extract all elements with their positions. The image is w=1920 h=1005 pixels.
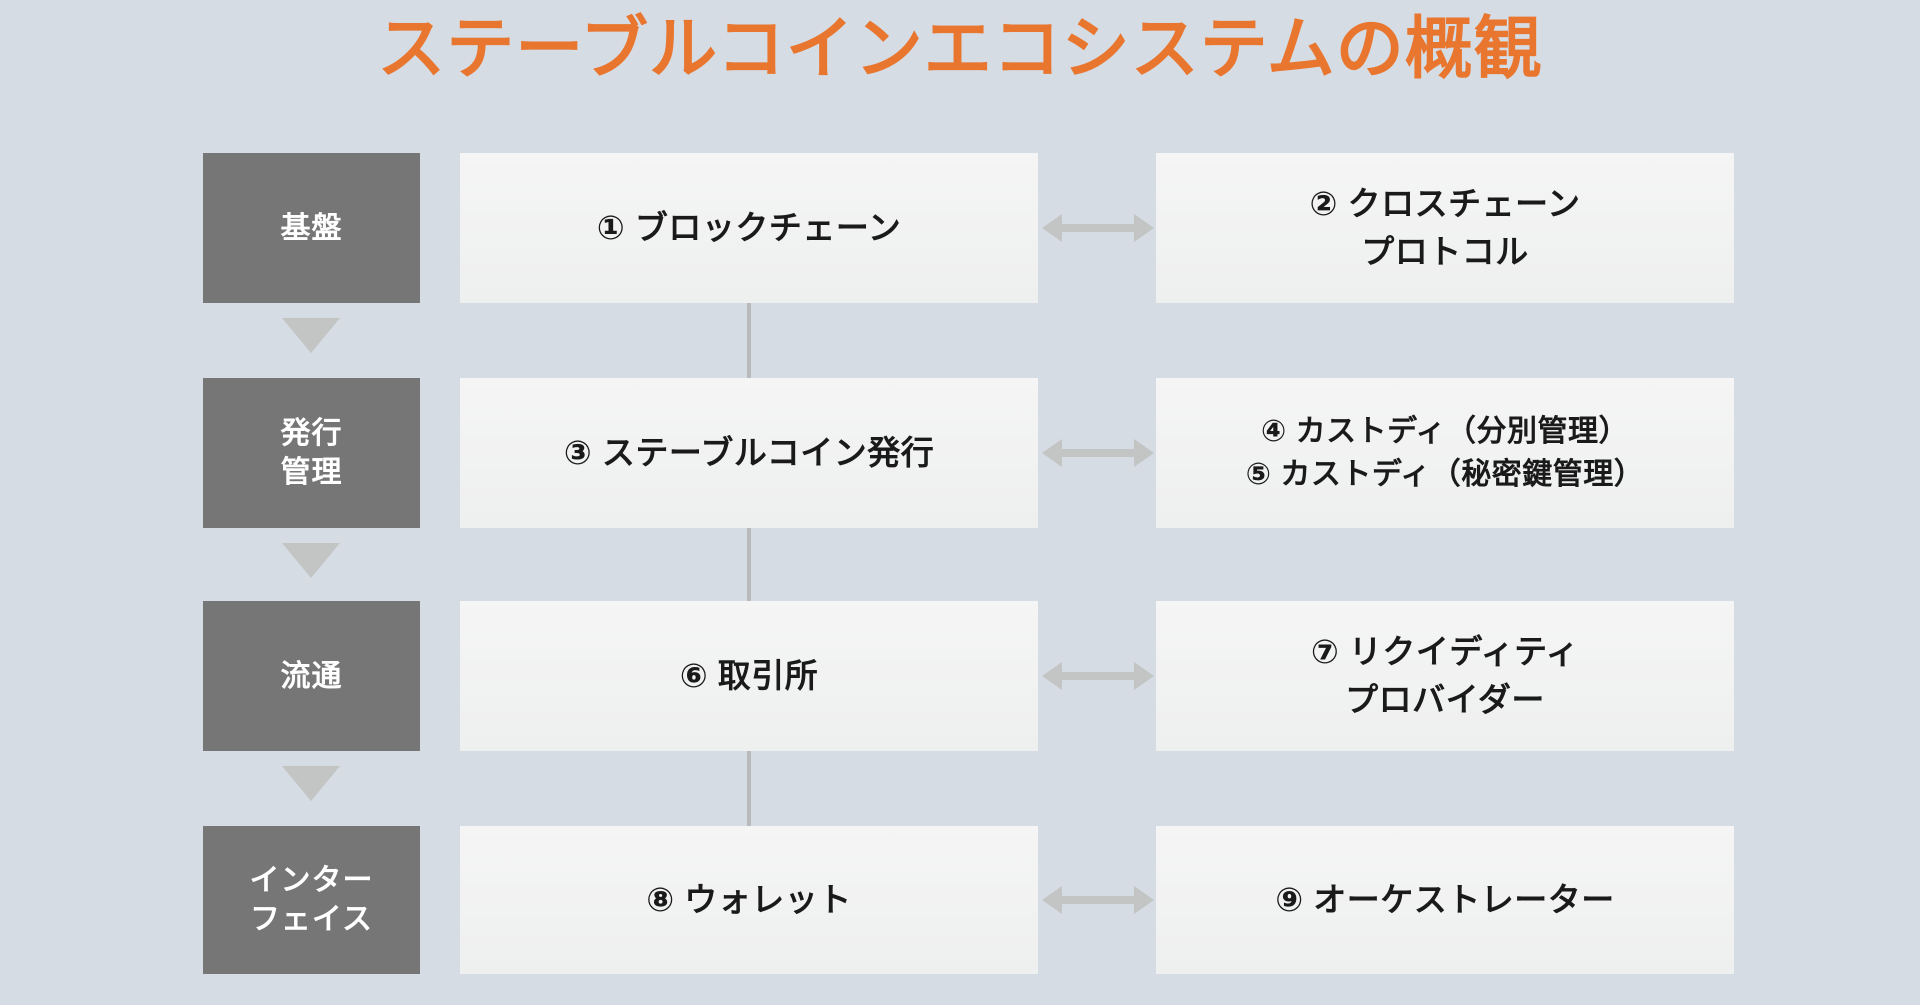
- arrow-shaft: [1060, 449, 1136, 457]
- component-box-stablecoin-issuance[interactable]: ③ ステーブルコイン発行: [460, 378, 1038, 528]
- arrow-shaft: [1060, 672, 1136, 680]
- component-label: ⑦ リクイディティ プロバイダー: [1310, 633, 1580, 718]
- arrow-head-right: [1134, 662, 1154, 690]
- stage-label-text: 発行 管理: [280, 417, 343, 489]
- arrow-shaft: [1060, 896, 1136, 904]
- arrow-head-left: [1042, 886, 1062, 914]
- stage-label-foundation: 基盤: [203, 153, 420, 303]
- arrow-head-right: [1134, 214, 1154, 242]
- arrow-shaft: [1060, 224, 1136, 232]
- link-arrow-row-1-icon: [1042, 208, 1154, 248]
- component-label: ① ブロックチェーン: [596, 209, 902, 247]
- stage-label-text: 流通: [280, 659, 343, 693]
- component-box-liquidity-provider[interactable]: ⑦ リクイディティ プロバイダー: [1156, 601, 1734, 751]
- stage-flow-arrow-1-icon: [282, 318, 340, 353]
- component-box-custody[interactable]: ④ カストディ（分別管理） ⑤ カストディ（秘密鍵管理）: [1156, 378, 1734, 528]
- component-label: ② クロスチェーン プロトコル: [1309, 185, 1581, 270]
- arrow-head-left: [1042, 439, 1062, 467]
- center-connector-2: [747, 528, 751, 601]
- link-arrow-row-2-icon: [1042, 433, 1154, 473]
- arrow-head-right: [1134, 439, 1154, 467]
- stage-flow-arrow-3-icon: [282, 766, 340, 801]
- arrow-head-left: [1042, 662, 1062, 690]
- page-title: ステーブルコインエコシステムの概観: [377, 11, 1543, 87]
- stage-label-text: インター フェイス: [249, 864, 374, 936]
- component-box-blockchain[interactable]: ① ブロックチェーン: [460, 153, 1038, 303]
- arrow-head-left: [1042, 214, 1062, 242]
- component-box-cross-chain-protocol[interactable]: ② クロスチェーン プロトコル: [1156, 153, 1734, 303]
- component-box-orchestrator[interactable]: ⑨ オーケストレーター: [1156, 826, 1734, 974]
- arrow-head-right: [1134, 886, 1154, 914]
- component-label: ⑧ ウォレット: [646, 881, 852, 919]
- link-arrow-row-4-icon: [1042, 880, 1154, 920]
- center-connector-1: [747, 303, 751, 378]
- stage-label-issuance-management: 発行 管理: [203, 378, 420, 528]
- component-label: ③ ステーブルコイン発行: [563, 434, 935, 472]
- component-label: ⑨ オーケストレーター: [1275, 881, 1615, 919]
- stage-label-text: 基盤: [280, 211, 343, 245]
- stage-label-distribution: 流通: [203, 601, 420, 751]
- component-label: ⑥ 取引所: [679, 657, 819, 695]
- stage-label-interface: インター フェイス: [203, 826, 420, 974]
- link-arrow-row-3-icon: [1042, 656, 1154, 696]
- component-box-wallet[interactable]: ⑧ ウォレット: [460, 826, 1038, 974]
- component-label: ④ カストディ（分別管理） ⑤ カストディ（秘密鍵管理）: [1245, 414, 1645, 492]
- center-connector-3: [747, 751, 751, 826]
- component-box-exchange[interactable]: ⑥ 取引所: [460, 601, 1038, 751]
- stage-flow-arrow-2-icon: [282, 543, 340, 578]
